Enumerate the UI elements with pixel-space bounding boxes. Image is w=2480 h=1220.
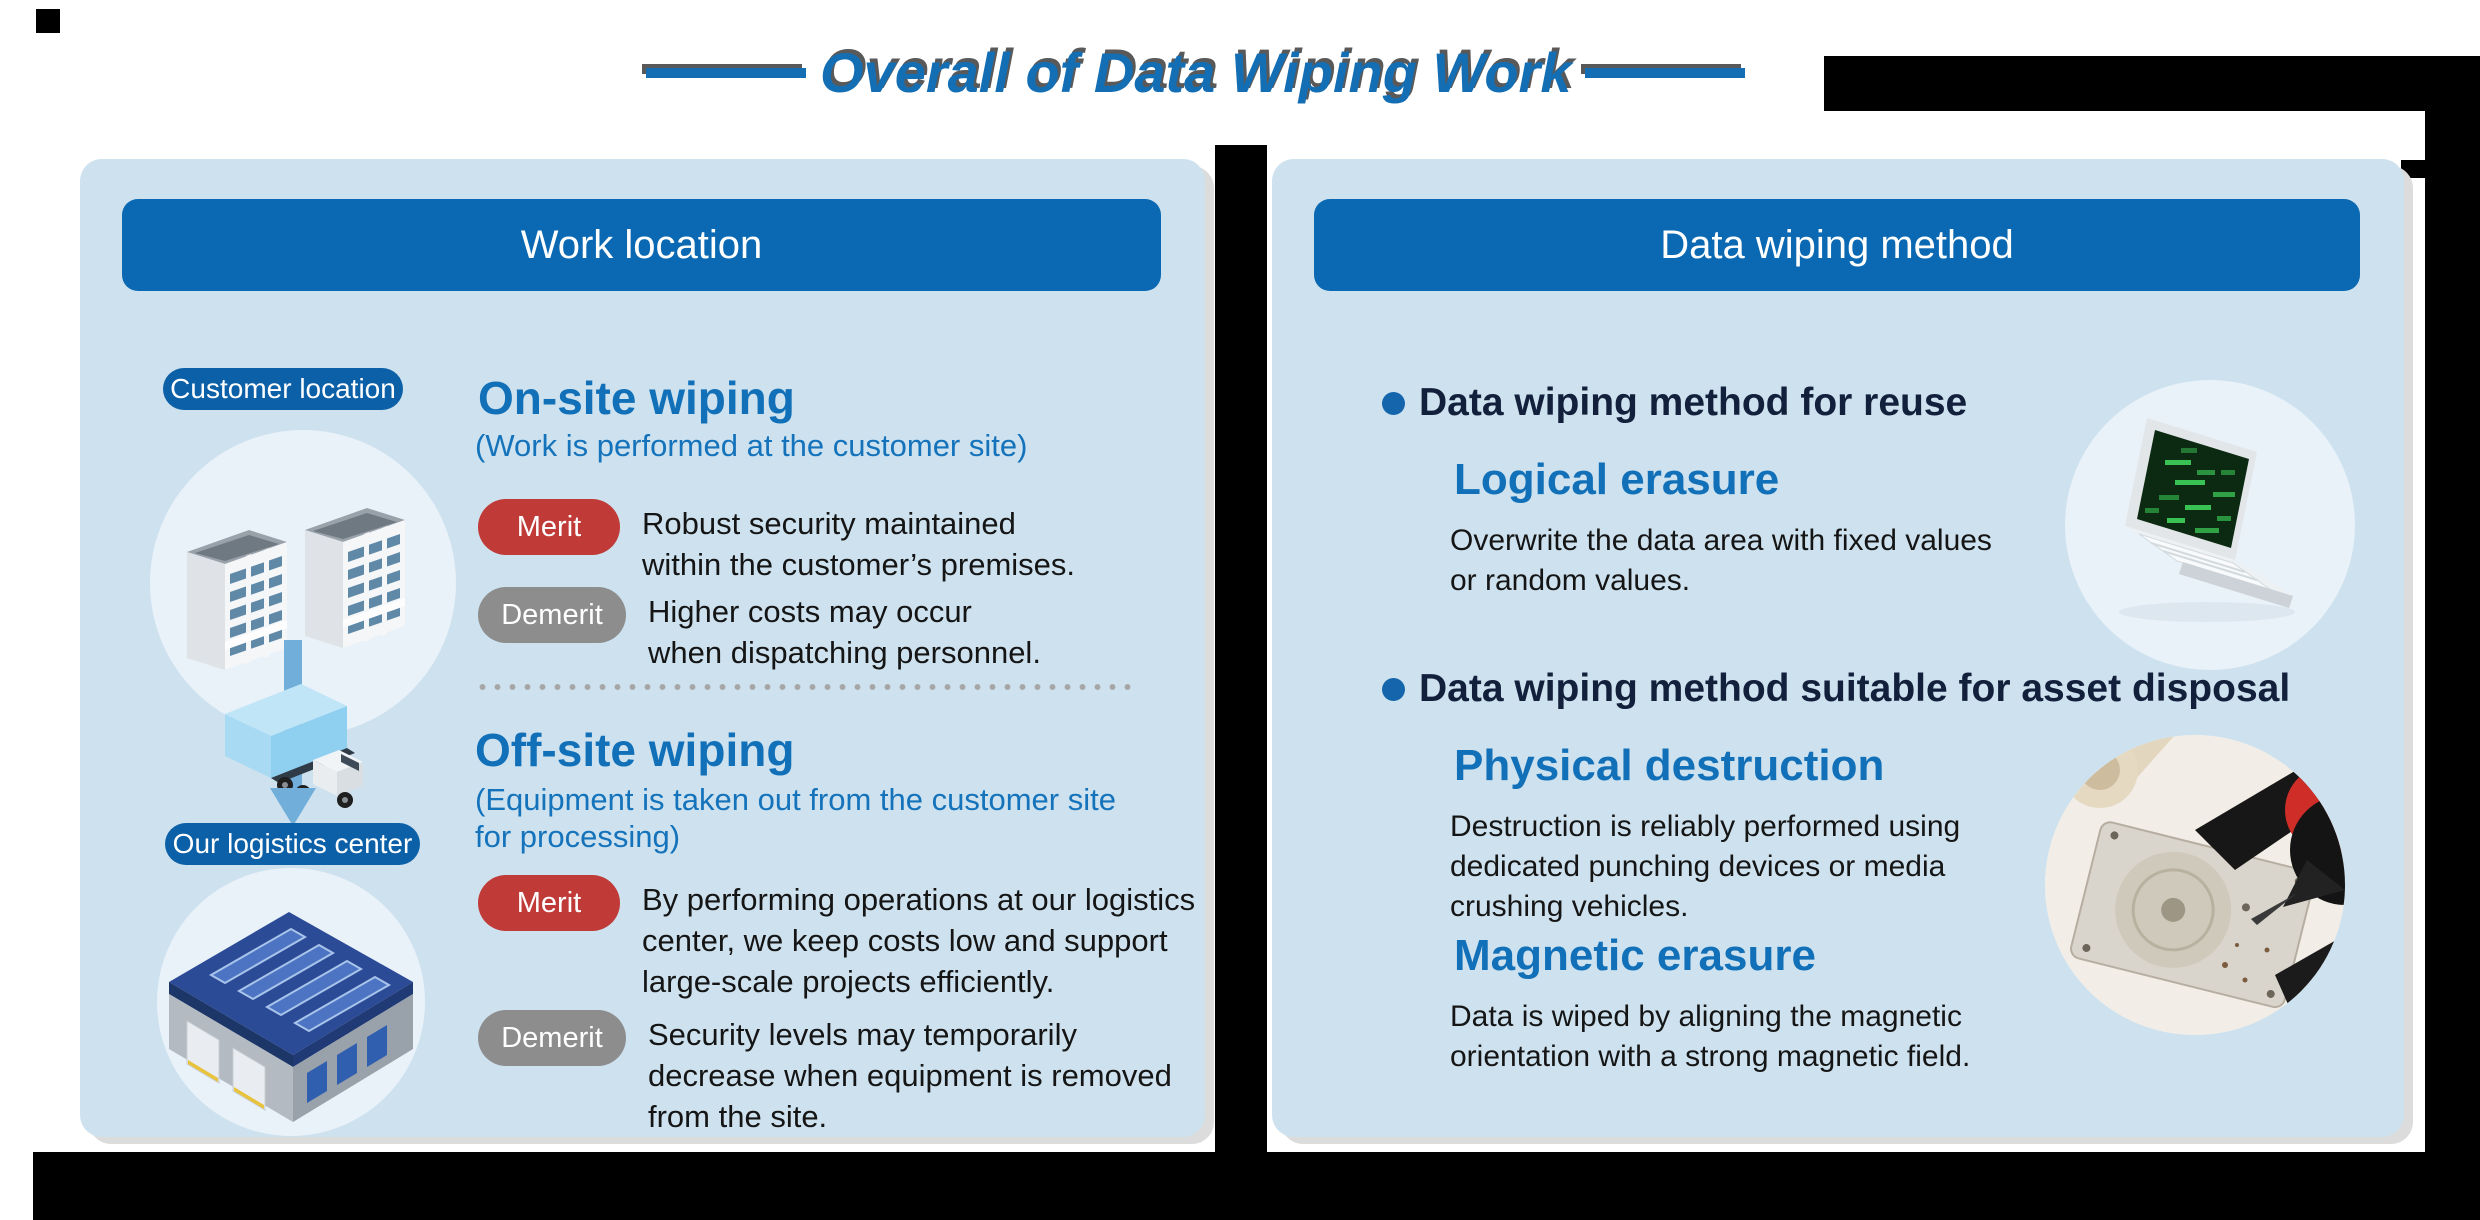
black-mark-top-left xyxy=(36,9,60,33)
down-arrow-icon xyxy=(270,788,316,826)
disposal-heading-row: Data wiping method suitable for asset di… xyxy=(1382,667,2290,711)
logical-erasure-text: Overwrite the data area with fixed value… xyxy=(1450,524,1992,597)
work-location-header: Work location xyxy=(122,199,1161,291)
data-wiping-method-header-label: Data wiping method xyxy=(1660,222,2014,267)
hdd-drill-photo xyxy=(2045,735,2345,1035)
demerit-label: Demerit xyxy=(501,1021,603,1054)
truck-illustration xyxy=(225,684,363,808)
logistics-center-badge: Our logistics center xyxy=(165,823,420,865)
demerit-badge: Demerit xyxy=(478,587,626,643)
customer-buildings-circle xyxy=(150,430,456,736)
title-row: Overall of Data Wiping Work xyxy=(646,40,1746,105)
offsite-merit-row: Merit By performing operations at our lo… xyxy=(478,875,1195,1002)
onsite-merit-row: Merit Robust security maintained within … xyxy=(478,499,1075,585)
warehouse-illustration xyxy=(169,912,413,1122)
bullet-icon xyxy=(1382,677,1405,701)
section-divider xyxy=(475,683,1135,691)
title-rule-right xyxy=(1585,67,1746,78)
onsite-demerit-row: Demerit Higher costs may occur when disp… xyxy=(478,587,1041,673)
data-wiping-method-header: Data wiping method xyxy=(1314,199,2360,291)
logical-erasure-heading: Logical erasure xyxy=(1454,455,1780,504)
demerit-label: Demerit xyxy=(501,598,603,631)
black-band-top xyxy=(1824,56,2480,111)
hdd-photo-circle xyxy=(2045,735,2345,1035)
offsite-subheading: (Equipment is taken out from the custome… xyxy=(475,782,1116,854)
customer-location-label: Customer location xyxy=(170,373,396,404)
laptop-code-illustration xyxy=(2119,418,2295,622)
physical-destruction-text: Destruction is reliably performed using … xyxy=(1450,810,1961,923)
offsite-heading: Off-site wiping xyxy=(475,724,795,776)
merit-badge: Merit xyxy=(478,875,620,931)
reuse-heading-row: Data wiping method for reuse xyxy=(1382,381,1967,425)
onsite-merit-text: Robust security maintained within the cu… xyxy=(642,506,1076,582)
office-buildings-illustration xyxy=(187,508,405,670)
title-rule-left xyxy=(646,67,806,78)
offsite-demerit-text: Security levels may temporarily decrease… xyxy=(648,1017,1172,1134)
black-bar-right xyxy=(2425,111,2480,1152)
magnetic-erasure-text: Data is wiped by aligning the magnetic o… xyxy=(1450,1000,1971,1073)
onsite-subheading: (Work is performed at the customer site) xyxy=(475,428,1028,463)
onsite-demerit-text: Higher costs may occur when dispatching … xyxy=(648,594,1041,670)
onsite-heading: On-site wiping xyxy=(478,372,795,424)
logistics-center-label: Our logistics center xyxy=(172,828,413,859)
merit-label: Merit xyxy=(516,510,582,543)
work-location-header-label: Work location xyxy=(520,222,763,267)
warehouse-circle xyxy=(157,868,425,1136)
black-bar-center xyxy=(1215,145,1267,1152)
page-title: Overall of Data Wiping Work xyxy=(820,41,1572,104)
disposal-heading: Data wiping method suitable for asset di… xyxy=(1419,667,2291,710)
work-location-panel: Work location Customer location xyxy=(80,159,1205,1137)
merit-label: Merit xyxy=(516,886,582,919)
customer-location-badge: Customer location xyxy=(163,368,403,410)
black-band-bottom xyxy=(33,1152,2480,1220)
bullet-icon xyxy=(1382,391,1405,415)
demerit-badge: Demerit xyxy=(478,1010,626,1066)
laptop-circle xyxy=(2065,380,2355,670)
offsite-demerit-row: Demerit Security levels may temporarily … xyxy=(478,1010,1172,1137)
reuse-heading: Data wiping method for reuse xyxy=(1419,381,1968,424)
magnetic-erasure-heading: Magnetic erasure xyxy=(1454,931,1816,980)
data-wiping-method-panel: Data wiping method Data wiping method fo… xyxy=(1272,159,2404,1137)
merit-badge: Merit xyxy=(478,499,620,555)
black-notch-right xyxy=(2401,160,2427,178)
physical-destruction-heading: Physical destruction xyxy=(1454,741,1885,790)
offsite-merit-text: By performing operations at our logistic… xyxy=(642,882,1196,999)
